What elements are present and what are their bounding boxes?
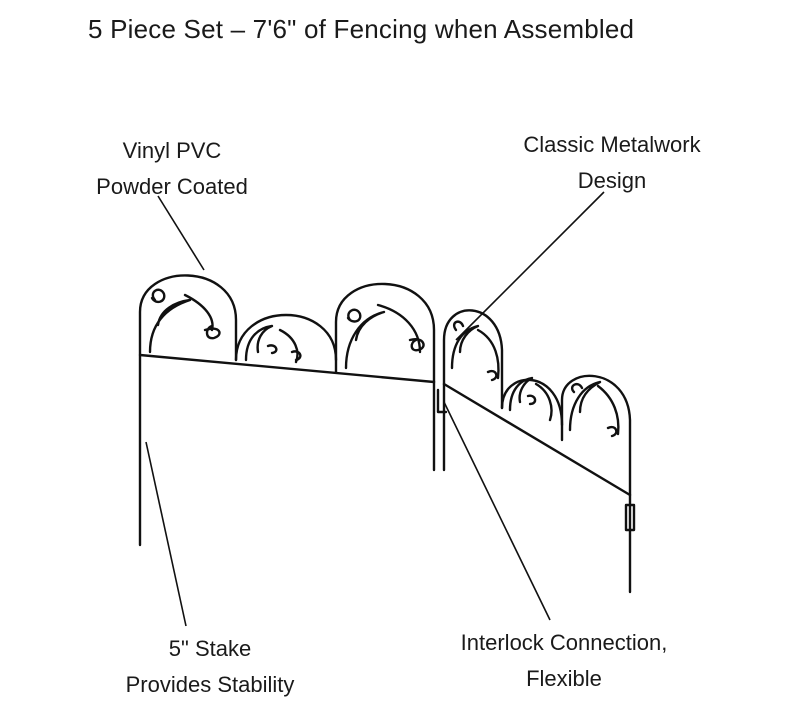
- callout-classic-line2: Design: [577, 168, 647, 193]
- leader-classic: [455, 191, 605, 341]
- callout-interlock: Interlock Connection, Flexible: [428, 625, 700, 697]
- callout-classic-metalwork: Classic Metalwork Design: [492, 127, 732, 199]
- leader-vinyl: [157, 195, 205, 271]
- leader-interlock: [443, 401, 551, 621]
- callout-interlock-line2: Flexible: [526, 666, 602, 691]
- callout-vinyl-pvc: Vinyl PVC Powder Coated: [72, 133, 272, 205]
- fence-panel-left: [138, 274, 436, 547]
- callout-vinyl-line2: Powder Coated: [96, 174, 248, 199]
- fence-panel-right: [436, 309, 636, 594]
- callout-classic-line1: Classic Metalwork: [523, 132, 701, 157]
- callout-stake-line1: 5" Stake: [168, 636, 252, 661]
- leader-stake: [145, 441, 187, 627]
- page-title: 5 Piece Set – 7'6" of Fencing when Assem…: [88, 14, 635, 44]
- callout-stake: 5" Stake Provides Stability: [90, 631, 330, 703]
- callout-stake-line2: Provides Stability: [125, 672, 295, 697]
- callout-vinyl-line1: Vinyl PVC: [122, 138, 222, 163]
- callout-interlock-line1: Interlock Connection,: [460, 630, 668, 655]
